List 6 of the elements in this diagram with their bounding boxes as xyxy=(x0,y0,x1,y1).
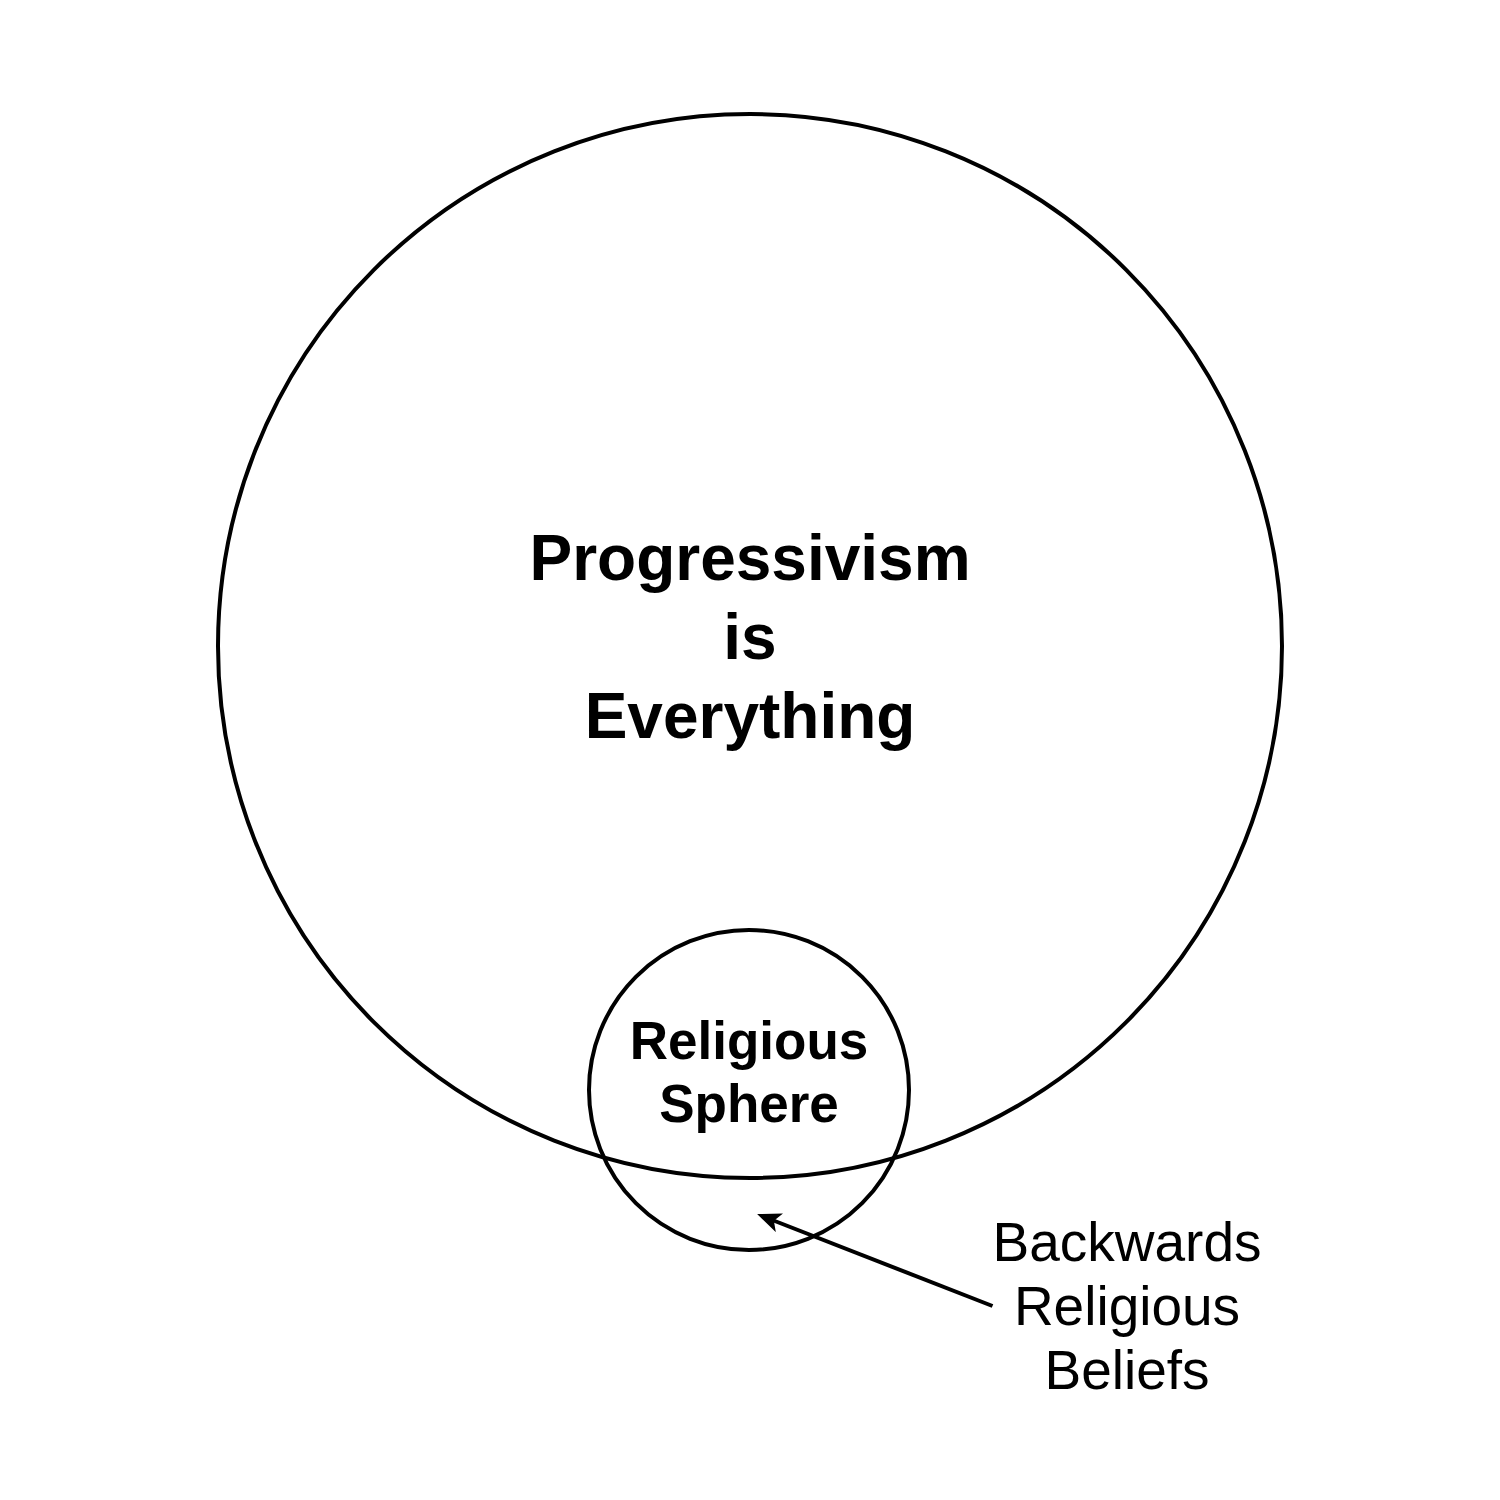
leader-arrow xyxy=(757,1213,994,1308)
outer-circle xyxy=(216,112,1284,1180)
circle-label: Progressivism is Everything xyxy=(529,520,971,754)
inner-circle xyxy=(587,928,911,1252)
circle-label: Religious Sphere xyxy=(629,1010,869,1135)
callout-text: Backwards Religious Beliefs xyxy=(992,1210,1262,1402)
